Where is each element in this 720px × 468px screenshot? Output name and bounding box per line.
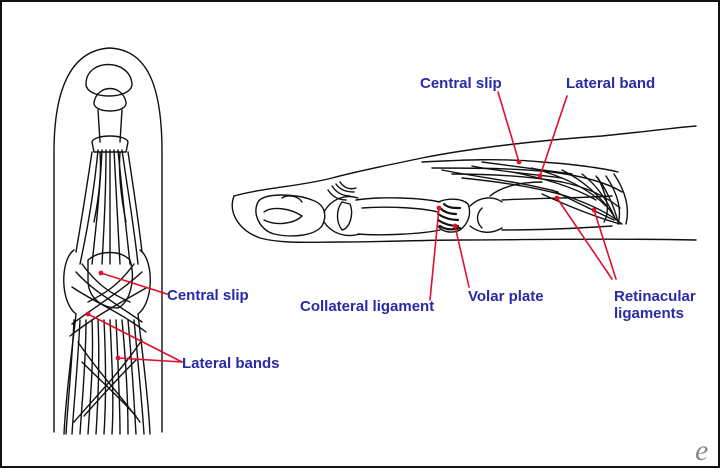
pointer-retinacular-1 xyxy=(556,197,613,280)
pointer-central-slip-right xyxy=(497,91,520,163)
pointer-lateral-band-1 xyxy=(87,313,183,363)
dorsal-finger-drawing xyxy=(53,47,163,435)
pointer-lines xyxy=(87,91,617,363)
label-lateral-bands: Lateral bands xyxy=(182,355,280,372)
label-retinacular-line2: ligaments xyxy=(614,305,685,322)
label-central-slip-left: Central slip xyxy=(167,287,249,304)
pointer-collateral-ligament xyxy=(429,207,440,301)
pointer-retinacular-2 xyxy=(593,209,617,280)
lateral-finger-drawing xyxy=(231,125,697,244)
label-volar-plate: Volar plate xyxy=(468,288,544,305)
label-collateral-ligament: Collateral ligament xyxy=(300,298,435,315)
label-central-slip-right: Central slip xyxy=(420,75,502,92)
pointer-dots xyxy=(85,159,597,361)
watermark-logo: e xyxy=(695,434,709,467)
label-retinacular-ligaments: Retinacular ligaments xyxy=(614,288,696,322)
label-lateral-band: Lateral band xyxy=(566,75,656,92)
label-retinacular-line1: Retinacular xyxy=(614,288,696,305)
pointer-lateral-band-2 xyxy=(117,357,183,363)
pointer-volar-plate xyxy=(454,225,470,288)
pointer-central-slip-left xyxy=(100,272,168,295)
pointer-lateral-band xyxy=(539,95,568,177)
